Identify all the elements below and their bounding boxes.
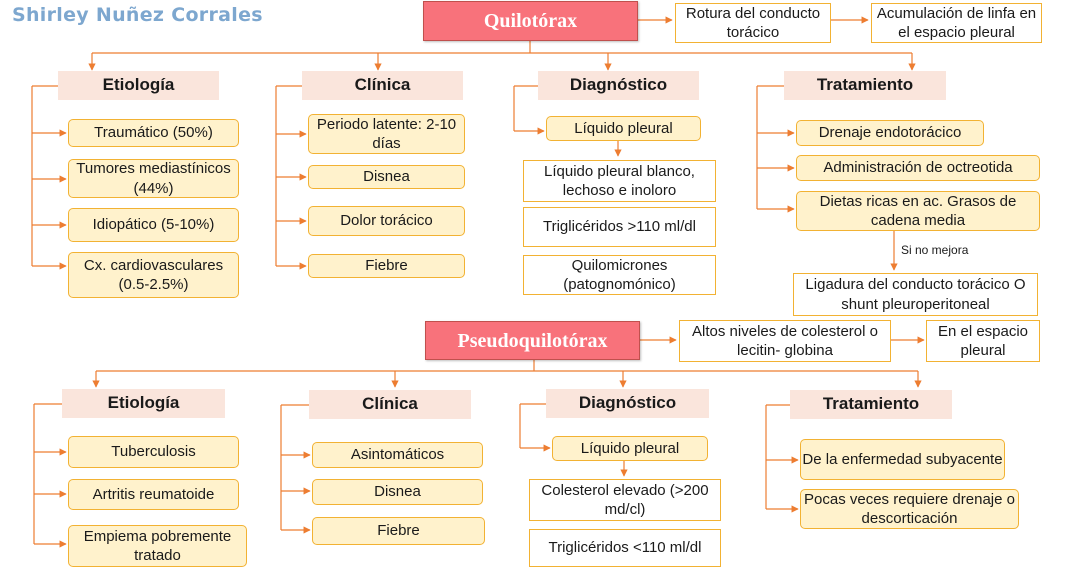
pseudoquilotorax-etiologia-header: Etiología: [62, 389, 225, 418]
pseudoquilotorax-clinica-header: Clínica: [309, 390, 471, 419]
quilotorax-etiologia-header: Etiología: [58, 71, 219, 100]
quilotorax-clinica-item: Fiebre: [308, 254, 465, 278]
quilotorax-cause: Rotura del conducto torácico: [675, 3, 831, 43]
pseudoquilotorax-clinica-item: Disnea: [312, 479, 483, 505]
quilotorax-etiologia-item: Cx. cardiovasculares (0.5-2.5%): [68, 252, 239, 298]
pseudoquilotorax-etiologia-item: Tuberculosis: [68, 436, 239, 468]
quilotorax-etiologia-item: Idiopático (5-10%): [68, 208, 239, 242]
quilotorax-diagnostico-finding: Líquido pleural blanco, lechoso e inolor…: [523, 160, 716, 202]
quilotorax-tratamiento-item: Administración de octreotida: [796, 155, 1040, 181]
pseudoquilotorax-clinica-item: Asintomáticos: [312, 442, 483, 468]
quilotorax-clinica-item: Dolor torácico: [308, 206, 465, 236]
pseudoquilotorax-clinica-item: Fiebre: [312, 517, 485, 545]
quilotorax-etiologia-item: Tumores mediastínicos (44%): [68, 159, 239, 198]
pseudoquilotorax-diagnostico-header: Diagnóstico: [546, 389, 709, 418]
quilotorax-diagnostico-finding: Quilomicrones (patognomónico): [523, 255, 716, 295]
pseudoquilotorax-cause: Altos niveles de colesterol o lecitin- g…: [679, 320, 891, 362]
quilotorax-clinica-item: Disnea: [308, 165, 465, 189]
pseudoquilotorax-diagnostico-finding: Triglicéridos <110 ml/dl: [529, 529, 721, 567]
pseudoquilotorax-liquido-pleural: Líquido pleural: [552, 436, 708, 461]
quilotorax-tratamiento-header: Tratamiento: [784, 71, 946, 100]
quilotorax-surgery: Ligadura del conducto torácico O shunt p…: [793, 273, 1038, 316]
quilotorax-title: Quilotórax: [423, 1, 638, 41]
quilotorax-diagnostico-header: Diagnóstico: [538, 71, 699, 100]
quilotorax-effect: Acumulación de linfa en el espacio pleur…: [871, 3, 1042, 43]
quilotorax-condition-label: Si no mejora: [901, 243, 969, 257]
pseudoquilotorax-title: Pseudoquilotórax: [425, 321, 640, 360]
author-name: Shirley Nuñez Corrales: [12, 4, 263, 26]
pseudoquilotorax-effect: En el espacio pleural: [926, 320, 1040, 362]
pseudoquilotorax-tratamiento-header: Tratamiento: [790, 390, 952, 419]
pseudoquilotorax-etiologia-item: Empiema pobremente tratado: [68, 525, 247, 567]
pseudoquilotorax-etiologia-item: Artritis reumatoide: [68, 479, 239, 510]
quilotorax-etiologia-item: Traumático (50%): [68, 119, 239, 147]
quilotorax-clinica-header: Clínica: [302, 71, 463, 100]
pseudoquilotorax-diagnostico-finding: Colesterol elevado (>200 md/cl): [529, 479, 721, 521]
quilotorax-tratamiento-item: Drenaje endotorácico: [796, 120, 984, 146]
quilotorax-tratamiento-item: Dietas ricas en ac. Grasos de cadena med…: [796, 191, 1040, 231]
pseudoquilotorax-tratamiento-item: De la enfermedad subyacente: [800, 439, 1005, 480]
pseudoquilotorax-tratamiento-item: Pocas veces requiere drenaje o descortic…: [800, 489, 1019, 529]
quilotorax-clinica-item: Periodo latente: 2-10 días: [308, 114, 465, 154]
quilotorax-diagnostico-finding: Triglicéridos >110 ml/dl: [523, 207, 716, 247]
quilotorax-liquido-pleural: Líquido pleural: [546, 116, 701, 141]
